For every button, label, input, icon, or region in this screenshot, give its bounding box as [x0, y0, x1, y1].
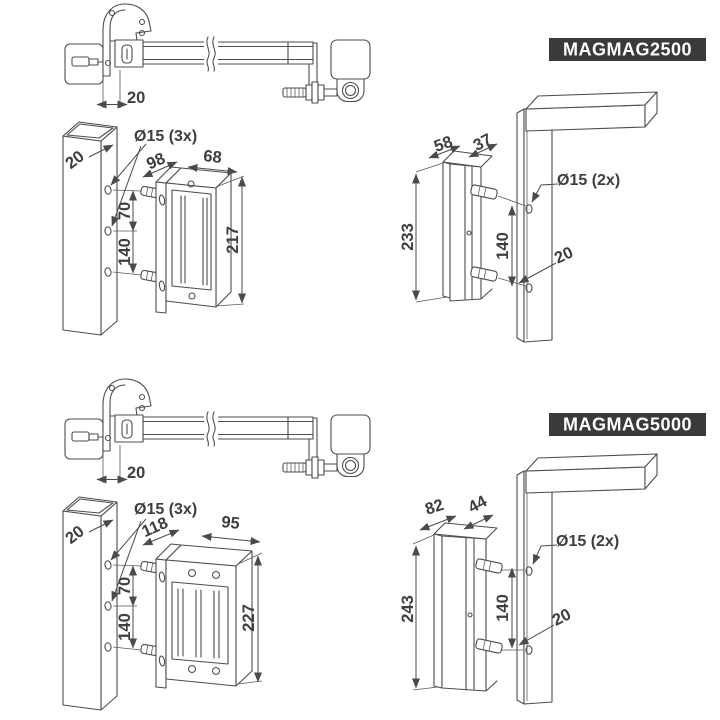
arm-offset-dim: 20	[127, 89, 145, 107]
gate-frame-corner	[516, 91, 658, 343]
magnet-dimensions	[88, 518, 263, 685]
product-label-box	[549, 38, 706, 61]
arm-offset-dim: 20	[127, 464, 145, 482]
magnet-width-dim: 68	[202, 147, 222, 167]
product-label: MAGMAG5000	[563, 415, 692, 435]
magnet-depth-dim: 98	[144, 149, 168, 173]
hole-spacing-a-dim: 70	[116, 202, 134, 220]
magnet-bracket-view	[112, 543, 253, 689]
keeper-depth-dim: 82	[423, 496, 446, 519]
keeper-holes-note: Ø15 (2x)	[557, 172, 620, 189]
section-magmag2500: 20 20 Ø15 (3x) 98 68 70 140 217 58 37 23…	[62, 4, 706, 343]
section-magmag5000: 20 20 Ø15 (3x) 118 95 70 140 227 82 44 2…	[62, 379, 706, 711]
keeper-height-dim: 243	[399, 595, 417, 623]
keeper-hole-spacing-dim: 140	[494, 594, 512, 622]
product-label-box	[549, 413, 706, 436]
keeper-edge-offset-dim: 20	[552, 243, 576, 267]
hole-spacing-b-dim: 140	[116, 613, 134, 641]
post-holes-note: Ø15 (3x)	[134, 128, 197, 145]
hole-spacing-b-dim: 140	[116, 238, 134, 266]
keeper-width-dim: 44	[465, 492, 490, 517]
magnet-height-dim: 217	[224, 226, 242, 254]
keeper-dimensions	[412, 143, 559, 303]
gate-arm-side-view	[65, 379, 370, 483]
gate-arm-side-view	[65, 4, 370, 108]
keeper-width-dim: 37	[470, 130, 495, 155]
keeper-height-dim: 233	[399, 223, 417, 251]
magnet-height-dim: 227	[240, 604, 258, 632]
magnet-dimensions	[88, 143, 246, 307]
post-holes-note: Ø15 (3x)	[134, 501, 197, 518]
keeper-plate-view	[433, 522, 524, 692]
product-label: MAGMAG2500	[563, 40, 692, 60]
keeper-depth-dim: 58	[432, 133, 455, 156]
keeper-plate-view	[442, 150, 527, 302]
keeper-edge-offset-dim: 20	[549, 605, 574, 629]
keeper-dimensions	[412, 514, 558, 691]
gate-frame-corner	[516, 453, 658, 705]
hole-spacing-a-dim: 70	[116, 577, 134, 595]
magnet-width-dim: 95	[220, 513, 240, 533]
keeper-hole-spacing-dim: 140	[494, 232, 512, 260]
keeper-holes-note: Ø15 (2x)	[556, 533, 619, 550]
